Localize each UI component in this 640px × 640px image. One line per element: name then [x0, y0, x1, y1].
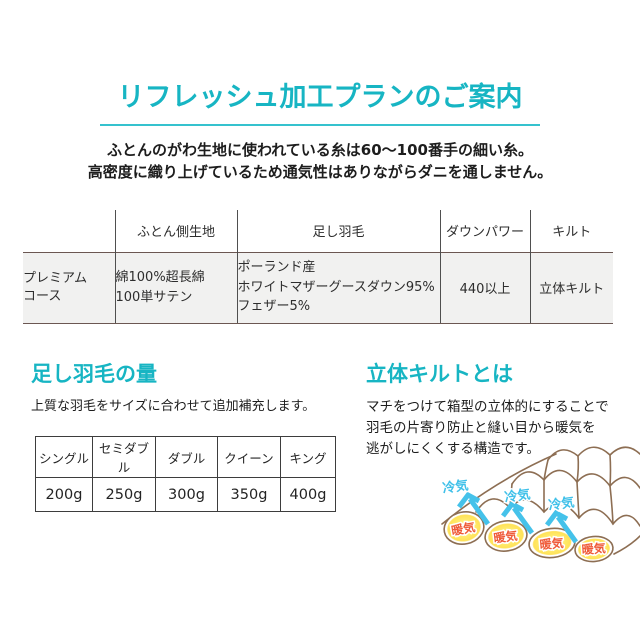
added-down-heading: 足し羽毛の量 [31, 362, 157, 386]
added-down-cell: ポーランド産 ホワイトマザーグースダウン95% フェザー5% [236, 251, 440, 324]
warm-air-pocket [574, 535, 614, 563]
size-queen: クイーン [217, 436, 281, 478]
spec-header-fabric: ふとん側生地 [114, 210, 237, 252]
warm-air-label: 暖気 [581, 540, 606, 557]
amount-king: 400g [280, 477, 336, 512]
quilt-description-line-2: 羽毛の片寄り防止と縫い目から暖気を [366, 419, 596, 436]
warm-air-label: 暖気 [493, 528, 519, 546]
cold-air-arrow-icon [545, 509, 579, 544]
quilt-description-line-1: マチをつけて箱型の立体的にすることで [366, 399, 609, 415]
intro-text: ふとんのがわ生地に使われている糸は60～100番手の細い糸。 高密度に織り上げて… [0, 140, 640, 184]
amount-semidouble: 250g [92, 477, 156, 512]
warm-air-pocket [443, 511, 485, 545]
quilt-heading: 立体キルトとは [366, 362, 513, 386]
warm-air-pocket [484, 520, 528, 552]
plan-name-cell: プレミアム コース [23, 251, 115, 324]
down-power-cell: 440以上 [439, 251, 530, 324]
size-king: キング [280, 436, 336, 478]
spec-header-empty [23, 210, 115, 252]
amount-queen: 350g [217, 477, 281, 512]
added-down-line-3: フェザー5% [237, 299, 311, 315]
spec-header-row: ふとん側生地 足し羽毛 ダウンパワー キルト [23, 210, 613, 252]
amount-single: 200g [35, 477, 93, 512]
intro-line-2: 高密度に織り上げているため通気性はありながらダニを通しません。 [87, 162, 553, 181]
added-down-line-1: ポーランド産 [237, 260, 316, 276]
cold-air-arrows [457, 491, 579, 544]
added-down-description: 上質な羽毛をサイズに合わせて追加補充します。 [31, 399, 316, 414]
down-amount-table: シングル セミダブル ダブル クイーン キング 200g 250g 300g 3… [35, 436, 336, 512]
plan-spec-table: ふとん側生地 足し羽毛 ダウンパワー キルト プレミアム コース 綿100%超長… [23, 210, 613, 324]
cold-air-label: 冷気 [547, 494, 575, 513]
quilt-description-line-3: 逃がしにくくする構造です。 [366, 440, 540, 457]
cold-air-label: 冷気 [441, 477, 469, 496]
plan-name-line-2: コース [23, 288, 62, 304]
spec-header-down-power: ダウンパワー [439, 210, 530, 252]
cold-air-label: 冷気 [503, 486, 531, 505]
quilt-type-cell: 立体キルト [529, 251, 613, 324]
cold-air-arrow-icon [457, 491, 491, 526]
quilt-description: マチをつけて箱型の立体的にすることで 羽毛の片寄り防止と縫い目から暖気を 逃がし… [366, 397, 609, 460]
intro-line-1: ふとんのがわ生地に使われている糸は60～100番手の細い糸。 [107, 141, 533, 159]
warm-air-label: 暖気 [450, 519, 476, 538]
fabric-line-2: 100単サテン [115, 289, 193, 305]
cold-air-arrow-icon [501, 500, 535, 535]
added-down-line-2: ホワイトマザーグースダウン95% [237, 279, 435, 295]
size-header-row: シングル セミダブル ダブル クイーン キング [35, 436, 336, 478]
fabric-cell: 綿100%超長綿 100単サテン [114, 251, 237, 324]
spec-data-row: プレミアム コース 綿100%超長綿 100単サテン ポーランド産 ホワイトマザ… [23, 251, 613, 324]
warm-air-pockets [443, 511, 614, 563]
amount-row: 200g 250g 300g 350g 400g [35, 477, 336, 512]
size-single: シングル [35, 436, 93, 478]
page-title: リフレッシュ加工プランのご案内 [117, 82, 523, 113]
fabric-line-1: 綿100%超長綿 [115, 270, 205, 285]
spec-header-down: 足し羽毛 [236, 210, 440, 252]
warm-air-label: 暖気 [539, 535, 564, 552]
amount-double: 300g [155, 477, 218, 512]
size-semidouble: セミダブル [92, 436, 156, 478]
warm-air-pocket [528, 527, 576, 559]
plan-name-line-1: プレミアム [23, 270, 88, 286]
quilt-illustration: 冷気 冷気 冷気 暖気 暖気 暖気 暖気 [440, 441, 640, 563]
size-double: ダブル [155, 436, 218, 478]
spec-header-quilt: キルト [529, 210, 613, 252]
title-underline [100, 124, 540, 126]
